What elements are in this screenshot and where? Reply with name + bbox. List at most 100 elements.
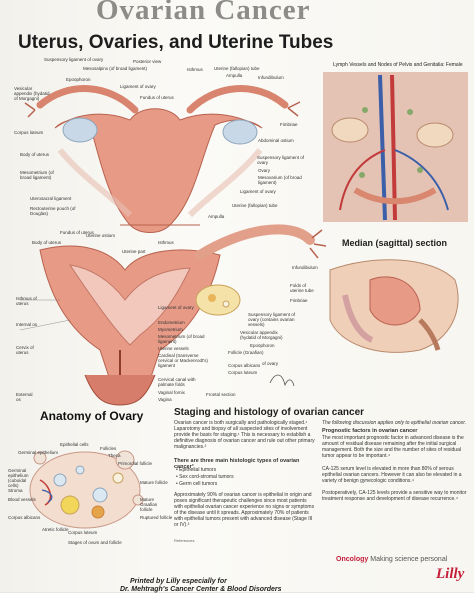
staging-type-1: • Epithelial tumors — [176, 467, 217, 473]
ovary-label-primordial: Primordial follicle — [118, 461, 153, 466]
label-ligament-ovary-mid: Ligament of ovary — [158, 305, 194, 310]
lymph-panel-title: Lymph Vessels and Nodes of Pelvis and Ge… — [333, 62, 463, 68]
median-section-illustration — [329, 259, 459, 353]
staging-intro: Ovarian cancer is both surgically and pa… — [174, 420, 315, 450]
label-mesosalpinx: Mesosalpinx (of broad ligament) — [83, 66, 148, 71]
label-isthmus: Isthmus — [187, 67, 203, 72]
oncology-brand: Oncology Making science personal — [336, 556, 447, 563]
ovary-label-mature: Mature follicle — [140, 480, 168, 485]
label-uterine-vessels: Uterine vessels — [158, 346, 189, 351]
label-body-uterus: Body of uterus — [20, 152, 50, 157]
label-cervical-canal: Cervical canal with palmate folds — [158, 377, 196, 387]
prognostic-p3: Postoperatively, CA-125 levels provide a… — [322, 490, 467, 502]
ovary-label-theca: Theca — [108, 453, 121, 458]
label-corpus-luteum: Corpus luteum — [14, 130, 44, 135]
prognostic-intro: The following discussion applies only to… — [322, 420, 467, 426]
anatomy-ovary-title: Anatomy of Ovary — [40, 409, 144, 423]
prognostic-p2: CA-125 serum level is elevated in more t… — [322, 466, 462, 484]
label-vagina: Vagina — [158, 397, 172, 402]
printed-by: Printed by Lilly especially for — [130, 578, 227, 585]
label-internal-os: Internal os — [16, 322, 38, 327]
ovary-label-atretic: Atretic follicle — [42, 527, 69, 532]
label-suspensory-ligament: Suspensory ligament of ovary — [44, 57, 104, 62]
poster-title: Ovarian Cancer — [96, 0, 311, 26]
label-myometrium: Myometrium — [158, 327, 183, 332]
label-vaginal-fornix: Vaginal fornix — [158, 390, 185, 395]
ovary-label-stroma: Stroma — [8, 488, 23, 493]
label-frontal-section: Frontal section — [206, 392, 236, 397]
prognostic-p1: The most important prognostic factor in … — [322, 435, 464, 459]
label-ligament-ovary: Ligament of ovary — [120, 84, 156, 89]
ovary-label-stages: Stages of ovum and follicle — [68, 540, 122, 545]
frontal-uterus-illustration — [19, 224, 327, 406]
label-ligament-ovary-2: Ligament of ovary — [240, 189, 276, 194]
label-vesicular-mid: Vesicular appendix (hydatid of Morgagni) — [240, 330, 283, 340]
lymph-vessels-illustration — [323, 72, 468, 222]
staging-type-2: • Sex cord-stromal tumors — [176, 474, 234, 480]
ovary-label-ruptured: Ruptured follicle — [140, 515, 173, 520]
ovary-label-corpus-luteum: Corpus luteum — [68, 530, 98, 535]
poster-subtitle: Uterus, Ovaries, and Uterine Tubes — [18, 32, 334, 53]
type-sex-cord: Sex cord-stromal tumors — [179, 474, 234, 480]
label-suspensory-ligament-2: Suspensory ligament of ovary — [257, 155, 305, 165]
label-isthmus-uterus: Isthmus of uterus — [16, 296, 37, 306]
label-mesovarium: Mesovarium (of broad ligament) — [258, 175, 302, 185]
label-corpus-albicans: Corpus albicans — [228, 363, 261, 368]
label-ampulla-mid: Ampulla — [208, 214, 225, 219]
label-body-uterus-mid: Body of uterus — [32, 240, 62, 245]
ovary-label-epithelial: Epithelial cells — [60, 442, 89, 447]
ovary-anatomy-illustration — [29, 450, 144, 529]
label-endometrium: Endometrium — [158, 320, 185, 325]
label-uterine-tube-mid: Uterine (fallopian) tube — [232, 203, 278, 208]
label-infundibulum: Infundibulum — [258, 75, 284, 80]
label-uterosacral: Uterosacral ligament — [30, 196, 72, 201]
staging-types-heading: There are three main histologic types of… — [174, 458, 300, 470]
label-of-ovary: of ovary — [262, 361, 279, 366]
label-uterine-ostium: Uterine ostium — [86, 233, 116, 238]
label-fundus: Fundus of uterus — [140, 95, 174, 100]
type-epithelial: Epithelial tumors — [179, 467, 217, 473]
label-posterior-view: Posterior view — [133, 59, 162, 64]
label-epoophoron-mid: Epoöphoron — [250, 343, 275, 348]
staging-heading: Staging and histology of ovarian cancer — [174, 407, 365, 418]
label-cardinal-ligament: Cardinal (transverse cervical or Mackenr… — [158, 353, 208, 368]
label-infundibulum-mid: Infundibulum — [292, 265, 318, 270]
label-isthmus-mid: Isthmus — [158, 240, 174, 245]
ovary-label-follicles: Follicles — [100, 446, 117, 451]
references-label: References — [174, 538, 195, 543]
label-vesicular-appendix: Vesicular appendix (hydatid of Morgagni) — [14, 86, 50, 101]
label-corpus-luteum-mid: Corpus luteum — [228, 370, 258, 375]
ovary-label-germinal-cuboidal: Germinal epithelium (cuboidal cells) — [8, 468, 29, 488]
median-panel-title: Median (sagittal) section — [342, 238, 448, 248]
label-uterine-tube: Uterine (fallopian) tube — [214, 66, 260, 71]
label-external-os: External os — [16, 392, 33, 402]
label-cervix: Cervix of uterus — [16, 345, 34, 355]
label-fimbriae-mid: Fimbriae — [290, 298, 308, 303]
type-germ-cell: Germ cell tumors — [179, 481, 218, 487]
label-mesometrium-mid: Mesometrium (of broad ligament) — [158, 334, 205, 344]
label-suspensory-mid: Suspensory ligament of ovary (contains o… — [248, 312, 296, 327]
label-fundus-mid: Fundus of uterus — [60, 230, 94, 235]
brand-tagline: Making science personal — [370, 556, 448, 563]
ovary-label-corpus-albicans: Corpus albicans — [8, 515, 41, 520]
posterior-uterus-illustration — [24, 85, 301, 233]
printed-for: Dr. Mehtragh's Cancer Center & Blood Dis… — [120, 586, 282, 593]
label-abdominal-ostium: Abdominal ostium — [258, 138, 294, 143]
label-ovary: Ovary — [258, 168, 271, 173]
label-uterine-part: Uterine part — [122, 249, 146, 254]
ovary-label-blood-vessels: Blood vessels — [8, 497, 36, 502]
lilly-logo: Lilly — [436, 566, 465, 582]
staging-type-3: • Germ cell tumors — [176, 481, 218, 487]
label-ampulla: Ampulla — [226, 73, 243, 78]
prognostic-heading: Prognostic factors in ovarian cancer — [322, 428, 418, 434]
label-mesometrium: Mesometrium (of broad ligament) — [20, 170, 54, 180]
label-folds: Folds of uterine tube — [290, 283, 314, 293]
label-fimbriae: Fimbriae — [280, 122, 298, 127]
ovary-label-graafian: Mature Graafian follicle — [140, 497, 158, 512]
staging-body: Approximately 90% of ovarian cancer is e… — [174, 492, 315, 528]
label-rectouterine: Rectouterine pouch (of Douglas) — [30, 206, 76, 216]
ovary-label-germinal: Germinal epithelium — [18, 450, 59, 455]
label-follicle: Follicle (Graafian) — [228, 350, 264, 355]
